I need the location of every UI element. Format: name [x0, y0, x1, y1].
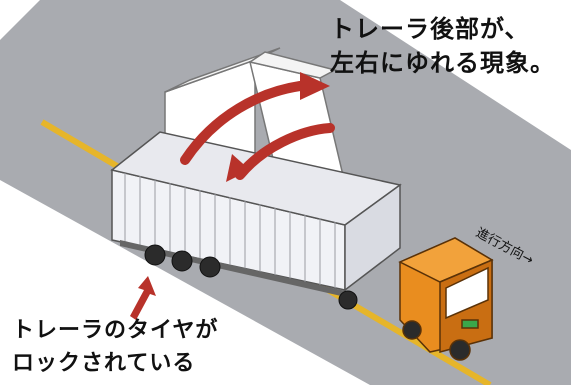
- trailer-sway-caption-line-1: トレーラ後部が、: [330, 15, 530, 43]
- tire-lock-caption: トレーラのタイヤが ロックされている: [12, 314, 218, 380]
- sway-arrow-head-lower: [226, 154, 250, 182]
- sway-arrow-icon: [180, 81, 335, 180]
- trailer-wheels: [144, 244, 358, 310]
- pointer-arrow-icon: [130, 276, 156, 320]
- sway-arrow-head-upper: [300, 72, 330, 100]
- trailer-sway-caption: トレーラ後部が、 左右にゆれる現象。: [330, 12, 555, 80]
- tire-lock-caption-line-1: トレーラのタイヤが: [12, 318, 219, 343]
- container-ribs: [124, 173, 336, 288]
- trailer-sway-caption-line-2: 左右にゆれる現象。: [330, 49, 555, 77]
- tire-lock-caption-line-2: ロックされている: [12, 351, 196, 376]
- truck-cab: [398, 237, 494, 361]
